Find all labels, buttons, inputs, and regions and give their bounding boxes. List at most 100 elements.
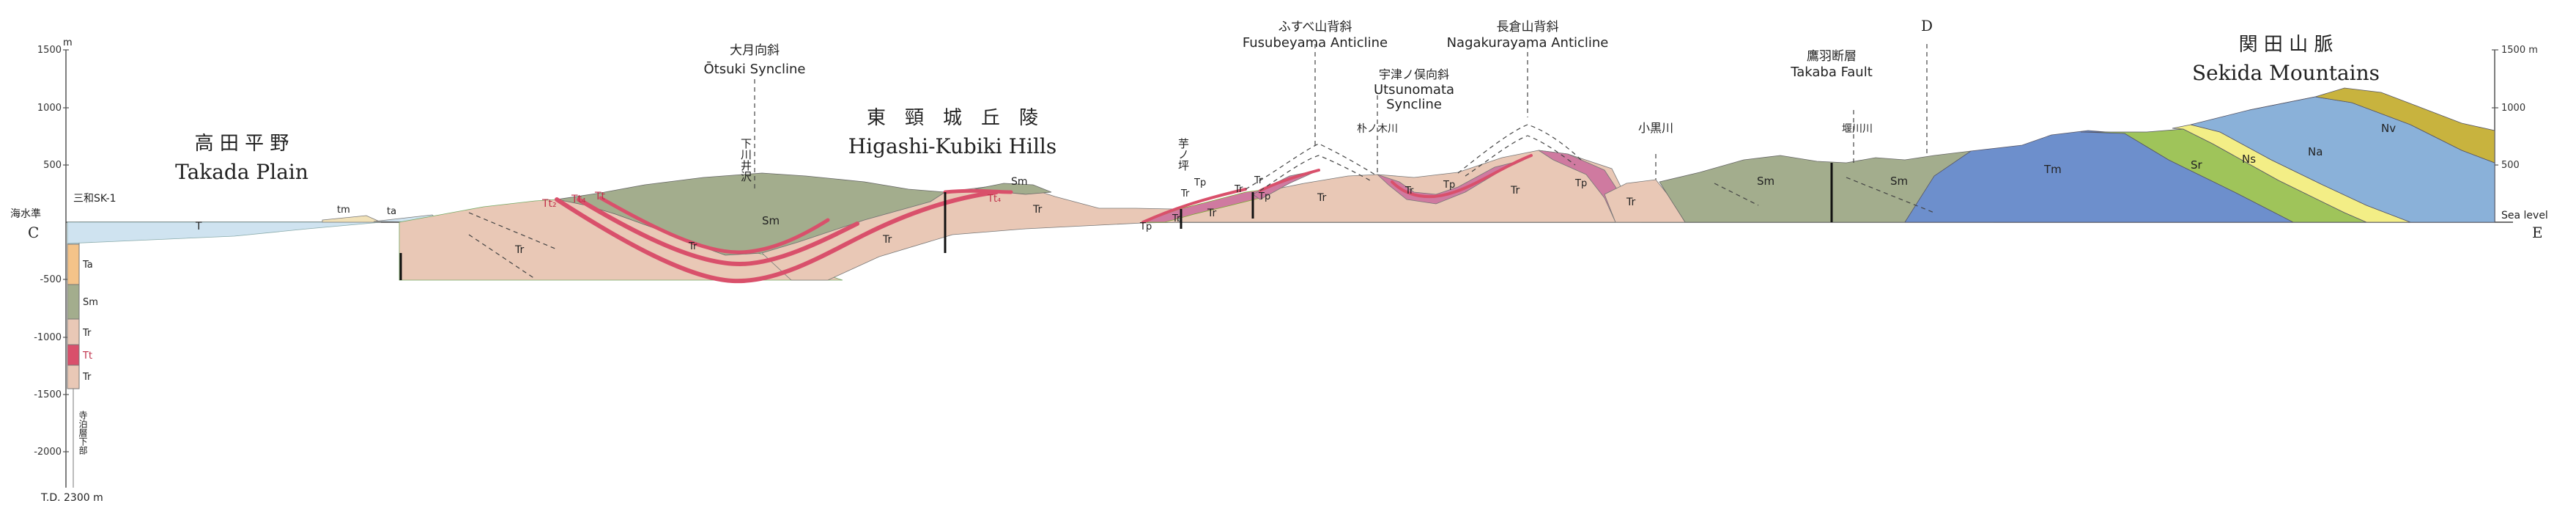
left-tick-label: -1500: [34, 389, 62, 400]
region-higashi-kubiki: 東 頸 城 丘 陵 Higashi-Kubiki Hills: [848, 107, 1057, 158]
left-elevation-axis: 1500 m 1000 500 -500 -1000 -1500 -2000 海…: [10, 37, 73, 488]
well-unit-ta: [67, 243, 80, 285]
place-hounokigawa: 朴ノ木川: [1357, 123, 1398, 135]
structure-lines: [468, 44, 1935, 279]
left-tick-label: 1000: [37, 103, 62, 114]
well-log-sanwa-sk1: 三和SK-1 Ta Sm Tr Tt Tr 寺泊層下部 T.D. 2300 m: [40, 193, 116, 504]
structure-label-jp: 宇津ノ俣向斜: [1379, 67, 1449, 81]
label-takaba-fault: 鷹羽断層 Takaba Fault: [1790, 48, 1873, 80]
structure-label-en: Utsunomata: [1374, 82, 1454, 98]
tt-bands: [555, 188, 1013, 284]
section-fills: [67, 87, 2495, 281]
unit-label: Tr: [1510, 185, 1520, 197]
well-unit-tr: [67, 364, 80, 389]
label-otsuki-syncline: 大月向斜 Ōtsuki Syncline: [703, 43, 805, 77]
unit-label: Tr: [1234, 184, 1243, 195]
fault-lines: [399, 163, 1833, 280]
structure-label-en: Ōtsuki Syncline: [703, 61, 805, 77]
section-end-e: E: [2532, 224, 2543, 241]
unit-label: Nv: [2381, 122, 2396, 135]
region-title-en: Sekida Mountains: [2192, 61, 2380, 85]
unit-label: Tt: [594, 191, 606, 202]
structure-label-en: Nagakurayama Anticline: [1447, 35, 1609, 51]
well-unit-label: Ta: [82, 260, 93, 271]
unit-label: Tr: [1172, 213, 1181, 224]
place-shimokawai: 下川井沢: [739, 138, 752, 182]
well-unit-tt: [67, 344, 80, 366]
well-total-depth: T.D. 2300 m: [40, 492, 103, 504]
sea-level-label-jp: 海水準: [10, 208, 41, 220]
unit-label: Tr: [1032, 204, 1042, 216]
well-unit-tr: [67, 318, 80, 345]
unit-label: Tm: [2043, 163, 2062, 176]
unit-label: Tr: [882, 234, 892, 246]
unit-label: Tt₄: [987, 194, 1001, 205]
well-name: 三和SK-1: [73, 193, 116, 205]
unit-label: Tp: [1574, 178, 1587, 189]
structure-label-en: Fusubeyama Anticline: [1243, 35, 1388, 51]
place-koguro: 小黒川: [1638, 121, 1673, 135]
unit-label: Tp: [1258, 191, 1270, 202]
unit-label: Tr: [1317, 192, 1326, 204]
unit-label: Tr: [514, 244, 524, 256]
unit-label: Na: [2308, 145, 2323, 158]
unit-label: Tt₂: [541, 198, 557, 210]
unit-label: ta: [387, 206, 396, 217]
structure-label-jp: ふすべ山背斜: [1278, 20, 1352, 34]
unit-label: Sm: [1757, 175, 1774, 188]
unit-tm: [322, 215, 382, 223]
region-title-jp: 東 頸 城 丘 陵: [867, 107, 1038, 129]
well-unit-label: Sm: [83, 297, 98, 308]
unit-label: Tr: [1207, 208, 1216, 219]
well-unit-sm: [67, 284, 80, 320]
label-fusubeyama-anticline: ふすべ山背斜 Fusubeyama Anticline: [1243, 20, 1388, 51]
right-tick-label: 1000: [2501, 103, 2525, 114]
right-tick-label: 1500 m: [2501, 45, 2538, 56]
unit-nv: [2249, 87, 2495, 164]
region-title-en: Higashi-Kubiki Hills: [848, 134, 1057, 158]
structure-label-en: Syncline: [1386, 97, 1442, 112]
structure-label-jp: 長倉山背斜: [1497, 20, 1559, 34]
unit-label: Sm: [1011, 176, 1028, 188]
unit-sm-cap: [974, 183, 1052, 195]
unit-label: Tp: [1193, 177, 1206, 188]
section-end-c: C: [28, 224, 39, 241]
structure-label-jp: 鷹羽断層: [1807, 48, 1857, 64]
right-tick-label: 500: [2501, 160, 2520, 171]
place-sekigawa: 堰川川: [1842, 123, 1873, 135]
well-unit-label: Tr: [82, 328, 92, 339]
region-title-en: Takada Plain: [175, 160, 308, 184]
sea-level-label-en: Sea level: [2501, 210, 2548, 221]
unit-label: Tp: [1443, 180, 1455, 191]
unit-label: Tr: [1404, 186, 1414, 197]
region-title-jp: 関 田 山 脈: [2239, 34, 2333, 56]
structure-label-jp: 大月向斜: [730, 43, 780, 58]
unit-label: Tr: [1254, 175, 1263, 186]
point-d: D: [1921, 17, 1933, 34]
left-tick-label: 500: [43, 160, 62, 171]
unit-labels: T tm ta Tr Tt₂ Tt₄ Tt Sm Tr Tr Sm Tt₄ Tr…: [195, 122, 2396, 256]
unit-label: Sm: [1890, 175, 1908, 188]
unit-label: Tp: [1139, 221, 1152, 232]
right-elevation-axis: 1500 m 1000 500 Sea level E: [2492, 45, 2548, 241]
unit-label: Tr: [1626, 197, 1635, 208]
unit-tp-arch: [1252, 169, 1320, 200]
unit-t-alluvium: [67, 221, 382, 244]
unit-label: tm: [337, 205, 350, 216]
left-tick-label: 1500: [37, 45, 62, 56]
well-unit-label: Tt: [82, 351, 92, 362]
region-title-jp: 高 田 平 野: [195, 133, 289, 155]
well-bottom-note: 寺泊層下部: [78, 411, 88, 455]
left-tick-label: -500: [40, 274, 62, 285]
unit-label: Ns: [2242, 153, 2256, 166]
unit-label: Tr: [688, 241, 697, 252]
structure-label-en: Takaba Fault: [1790, 65, 1873, 80]
left-axis-unit: m: [63, 37, 73, 48]
unit-label: Tt₄: [571, 194, 586, 205]
unit-label: Sm: [762, 214, 780, 227]
place-imonotsubo: 芋ノ坪: [1177, 138, 1190, 171]
label-utsunomata-syncline: 宇津ノ俣向斜 Utsunomata Syncline: [1374, 67, 1454, 112]
left-tick-label: -1000: [34, 332, 62, 343]
label-nagakurayama-anticline: 長倉山背斜 Nagakurayama Anticline: [1447, 20, 1609, 51]
unit-tr-middle: [761, 184, 1180, 281]
